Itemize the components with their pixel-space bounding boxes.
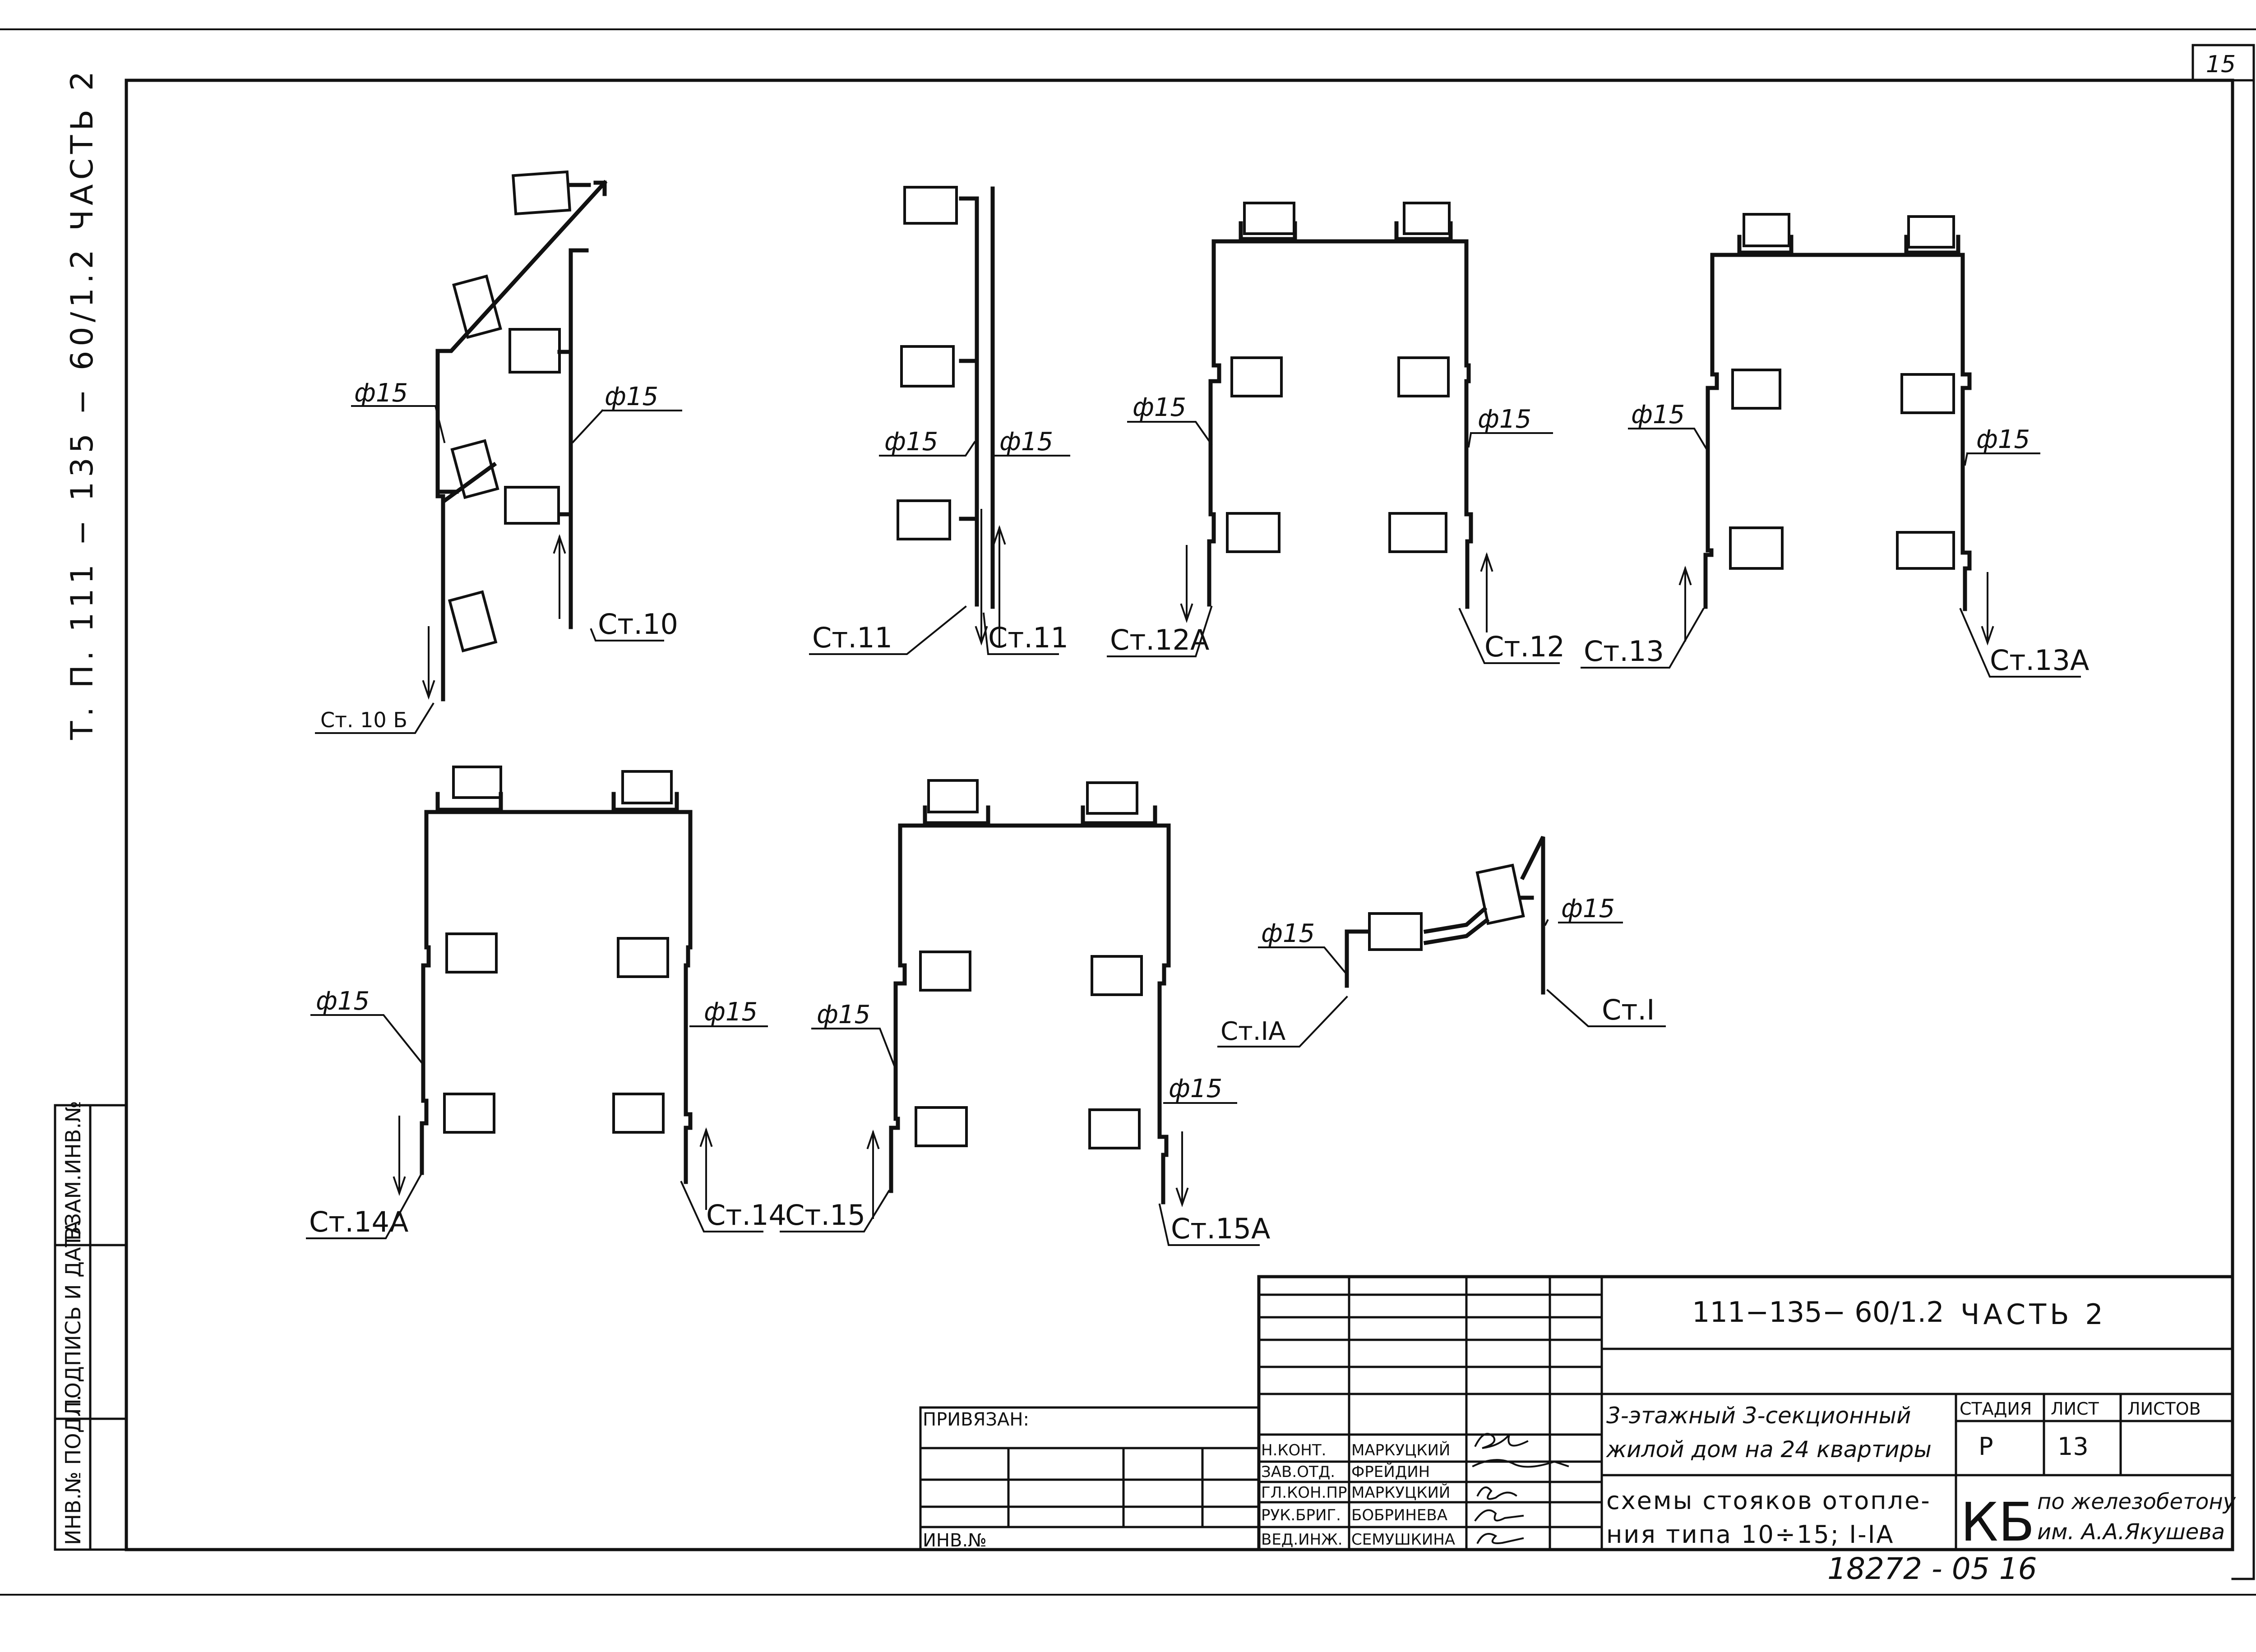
bottom-archive-note: 18272 - 05 16 [1827,1551,2037,1586]
diameter-label: ф15 [605,382,658,411]
sheet-number: 13 [2057,1432,2089,1461]
stamp-inv-podl: ИНВ.№ ПОДЛ. [61,1394,85,1545]
riser-15-radiators [915,779,1143,1149]
riser-label-st11-right: Ст.11 [988,621,1068,654]
riser-diagram-1 [1345,835,1545,995]
diameter-label: ф15 [884,427,938,457]
riser-label-st14: Ст.14 [706,1199,786,1232]
riser-14-radiators [443,766,673,1134]
role-5: ВЕД.ИНЖ. [1261,1531,1343,1549]
riser-label-st10: Ст.10 [598,608,678,641]
role-2: ЗАВ.ОТД. [1261,1463,1335,1481]
sheet-label: ЛИСТ [2051,1399,2099,1419]
riser-label-st12: Ст.12 [1484,630,1565,663]
diameter-label: ф15 [1976,425,2030,454]
side-stamp [54,1104,128,1551]
riser-label-st12a: Ст.12А [1110,623,1209,656]
riser-10-radiators [448,170,572,653]
sheets-label: ЛИСТОВ [2127,1399,2201,1419]
diameter-label: ф15 [1631,400,1685,429]
stamp-vzam-inv: ВЗАМ.ИНВ.№ [61,1101,85,1241]
riser-11-radiators [897,186,958,540]
riser-diagram-10 [435,180,608,701]
signatures [1472,1433,1569,1544]
org-line-1: по железобетону [2037,1489,2236,1514]
diameter-label: ф15 [999,427,1053,457]
stamp-podpis-data: ПОДПИСЬ И ДАТА [61,1220,85,1414]
name-3: МАРКУЦКИЙ [1351,1483,1450,1502]
riser-diagram-12 [1207,221,1473,609]
riser-diagram-13 [1703,235,1972,611]
riser-label-st13a: Ст.13А [1990,644,2089,677]
riser-label-st15a: Ст.15А [1171,1212,1270,1245]
name-5: СЕМУШКИНА [1351,1531,1455,1549]
riser-diagram-11 [959,186,995,609]
drawing-frame [125,78,2234,1551]
riser-label-st15: Ст.15 [785,1199,865,1232]
riser-label-st1a: Ст.IА [1220,1017,1285,1046]
diameter-label: ф15 [1261,919,1315,948]
org-abbr: КБ [1960,1491,2035,1553]
diameter-label: ф15 [817,1000,870,1029]
page-number: 15 [2206,51,2236,78]
org-line-2: им. А.А.Якушева [2037,1519,2225,1545]
flow-arrows [393,509,1994,1219]
stage-value: Р [1979,1432,1993,1461]
riser-label-st10b: Ст. 10 Б [320,708,407,732]
building-line-1: 3-этажный 3-секционный [1606,1403,1911,1429]
leader-lines [306,405,2081,1246]
title-block [919,1275,2234,1551]
riser-diagram-14 [420,792,693,1184]
diameter-label: ф15 [354,378,408,408]
riser-1-radiators [1368,863,1525,951]
role-1: Н.КОНТ. [1261,1441,1326,1459]
riser-label-st1: Ст.I [1602,993,1655,1026]
riser-12-radiators [1226,202,1451,553]
sheet-title-line-2: ния типа 10÷15; I-IА [1606,1520,1894,1549]
riser-label-st13: Ст.13 [1584,635,1664,668]
role-4: РУК.БРИГ. [1261,1506,1341,1524]
riser-label-st14a: Ст.14А [309,1205,408,1238]
diameter-label: ф15 [704,997,758,1027]
name-4: БОБРИНЕВА [1351,1506,1447,1524]
role-3: ГЛ.КОН.ПР. [1261,1484,1352,1502]
diameter-label: ф15 [1478,405,1531,434]
side-document-code: Т. П. 111 − 135 − 60/1.2 ЧАСТЬ 2 [65,67,100,740]
diameter-label: ф15 [1561,894,1615,923]
title-doc-code: 111−135− 60/1.2 [1692,1296,1944,1329]
diameter-label: ф15 [1133,393,1186,422]
sheet-title-line-1: схемы стояков отопле- [1606,1486,1931,1515]
diameter-label: ф15 [1169,1074,1222,1103]
riser-label-st11-left: Ст.11 [812,621,892,654]
stage-label: СТАДИЯ [1960,1399,2032,1419]
title-inv-no: ИНВ.№ [923,1530,987,1551]
title-privyazan: ПРИВЯЗАН: [923,1409,1029,1430]
building-line-2: жилой дом на 24 квартиры [1606,1436,1932,1463]
name-2: ФРЕЙДИН [1351,1463,1430,1481]
diameter-label: ф15 [316,987,370,1016]
title-part: ЧАСТЬ 2 [1960,1298,2107,1331]
name-1: МАРКУЦКИЙ [1351,1441,1450,1459]
riser-diagram-15 [889,805,1171,1204]
riser-13-radiators [1729,213,1955,570]
